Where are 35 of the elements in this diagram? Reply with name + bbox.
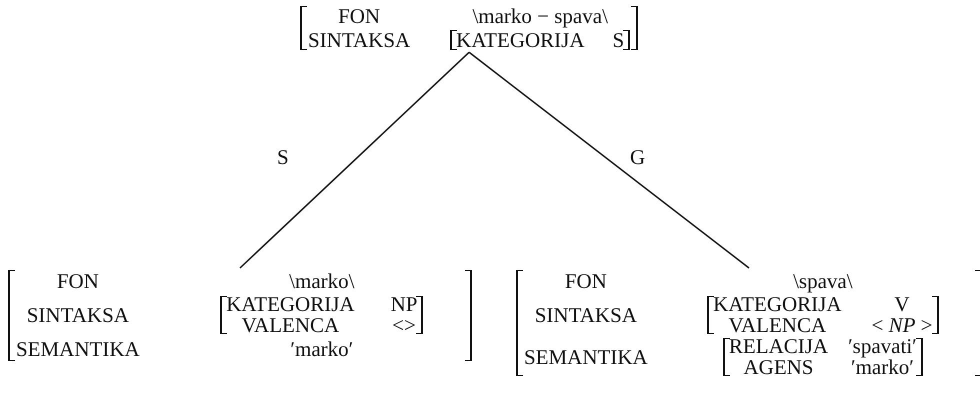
matrix-entry: VALENCA xyxy=(242,315,340,336)
matrix-entry: AGENS xyxy=(743,357,814,378)
matrix-entry: FON xyxy=(338,4,380,28)
matrix-entry: SINTAKSA xyxy=(534,302,637,328)
matrix-entry: KATEGORIJA xyxy=(456,28,584,52)
matrix-entry: SINTAKSA xyxy=(26,302,129,328)
matrix-entry: RELACIJA xyxy=(728,336,828,358)
matrix-entry: \marko − spava\ xyxy=(472,4,608,28)
attribute-value-matrix xyxy=(707,294,939,336)
attribute-value-matrix xyxy=(8,268,472,362)
matrix-entry: KATEGORIJA xyxy=(226,294,355,316)
matrix-entry: < NP > xyxy=(871,315,933,336)
attribute-value-matrix xyxy=(722,336,923,378)
matrix-entry: KATEGORIJA xyxy=(713,294,842,316)
matrix-entry: ′marko′ xyxy=(290,336,354,362)
attribute-value-matrix xyxy=(220,294,424,336)
matrix-entry: <> xyxy=(392,315,416,336)
tree-branch-line xyxy=(468,52,750,269)
matrix-entry: VALENCA xyxy=(728,315,826,336)
matrix-entry: SEMANTIKA xyxy=(524,344,648,370)
attribute-value-matrix xyxy=(516,268,980,378)
tree-branch-line xyxy=(239,52,470,269)
matrix-entry: ′spavati′ xyxy=(848,336,917,358)
matrix-entry: \marko\ xyxy=(289,268,354,294)
matrix-entry: \spava\ xyxy=(793,268,853,294)
matrix-entry: SEMANTIKA xyxy=(16,336,140,362)
matrix-entry: NP xyxy=(390,294,418,316)
matrix-entry: FON xyxy=(564,268,607,294)
matrix-entry: V xyxy=(894,294,910,316)
matrix-entry: SINTAKSA xyxy=(308,28,410,52)
matrix-entry: ′marko′ xyxy=(850,357,914,378)
attribute-value-matrix xyxy=(450,28,630,52)
attribute-value-matrix xyxy=(300,4,638,52)
matrix-entry: FON xyxy=(56,268,99,294)
matrix-entry: S xyxy=(612,28,624,52)
